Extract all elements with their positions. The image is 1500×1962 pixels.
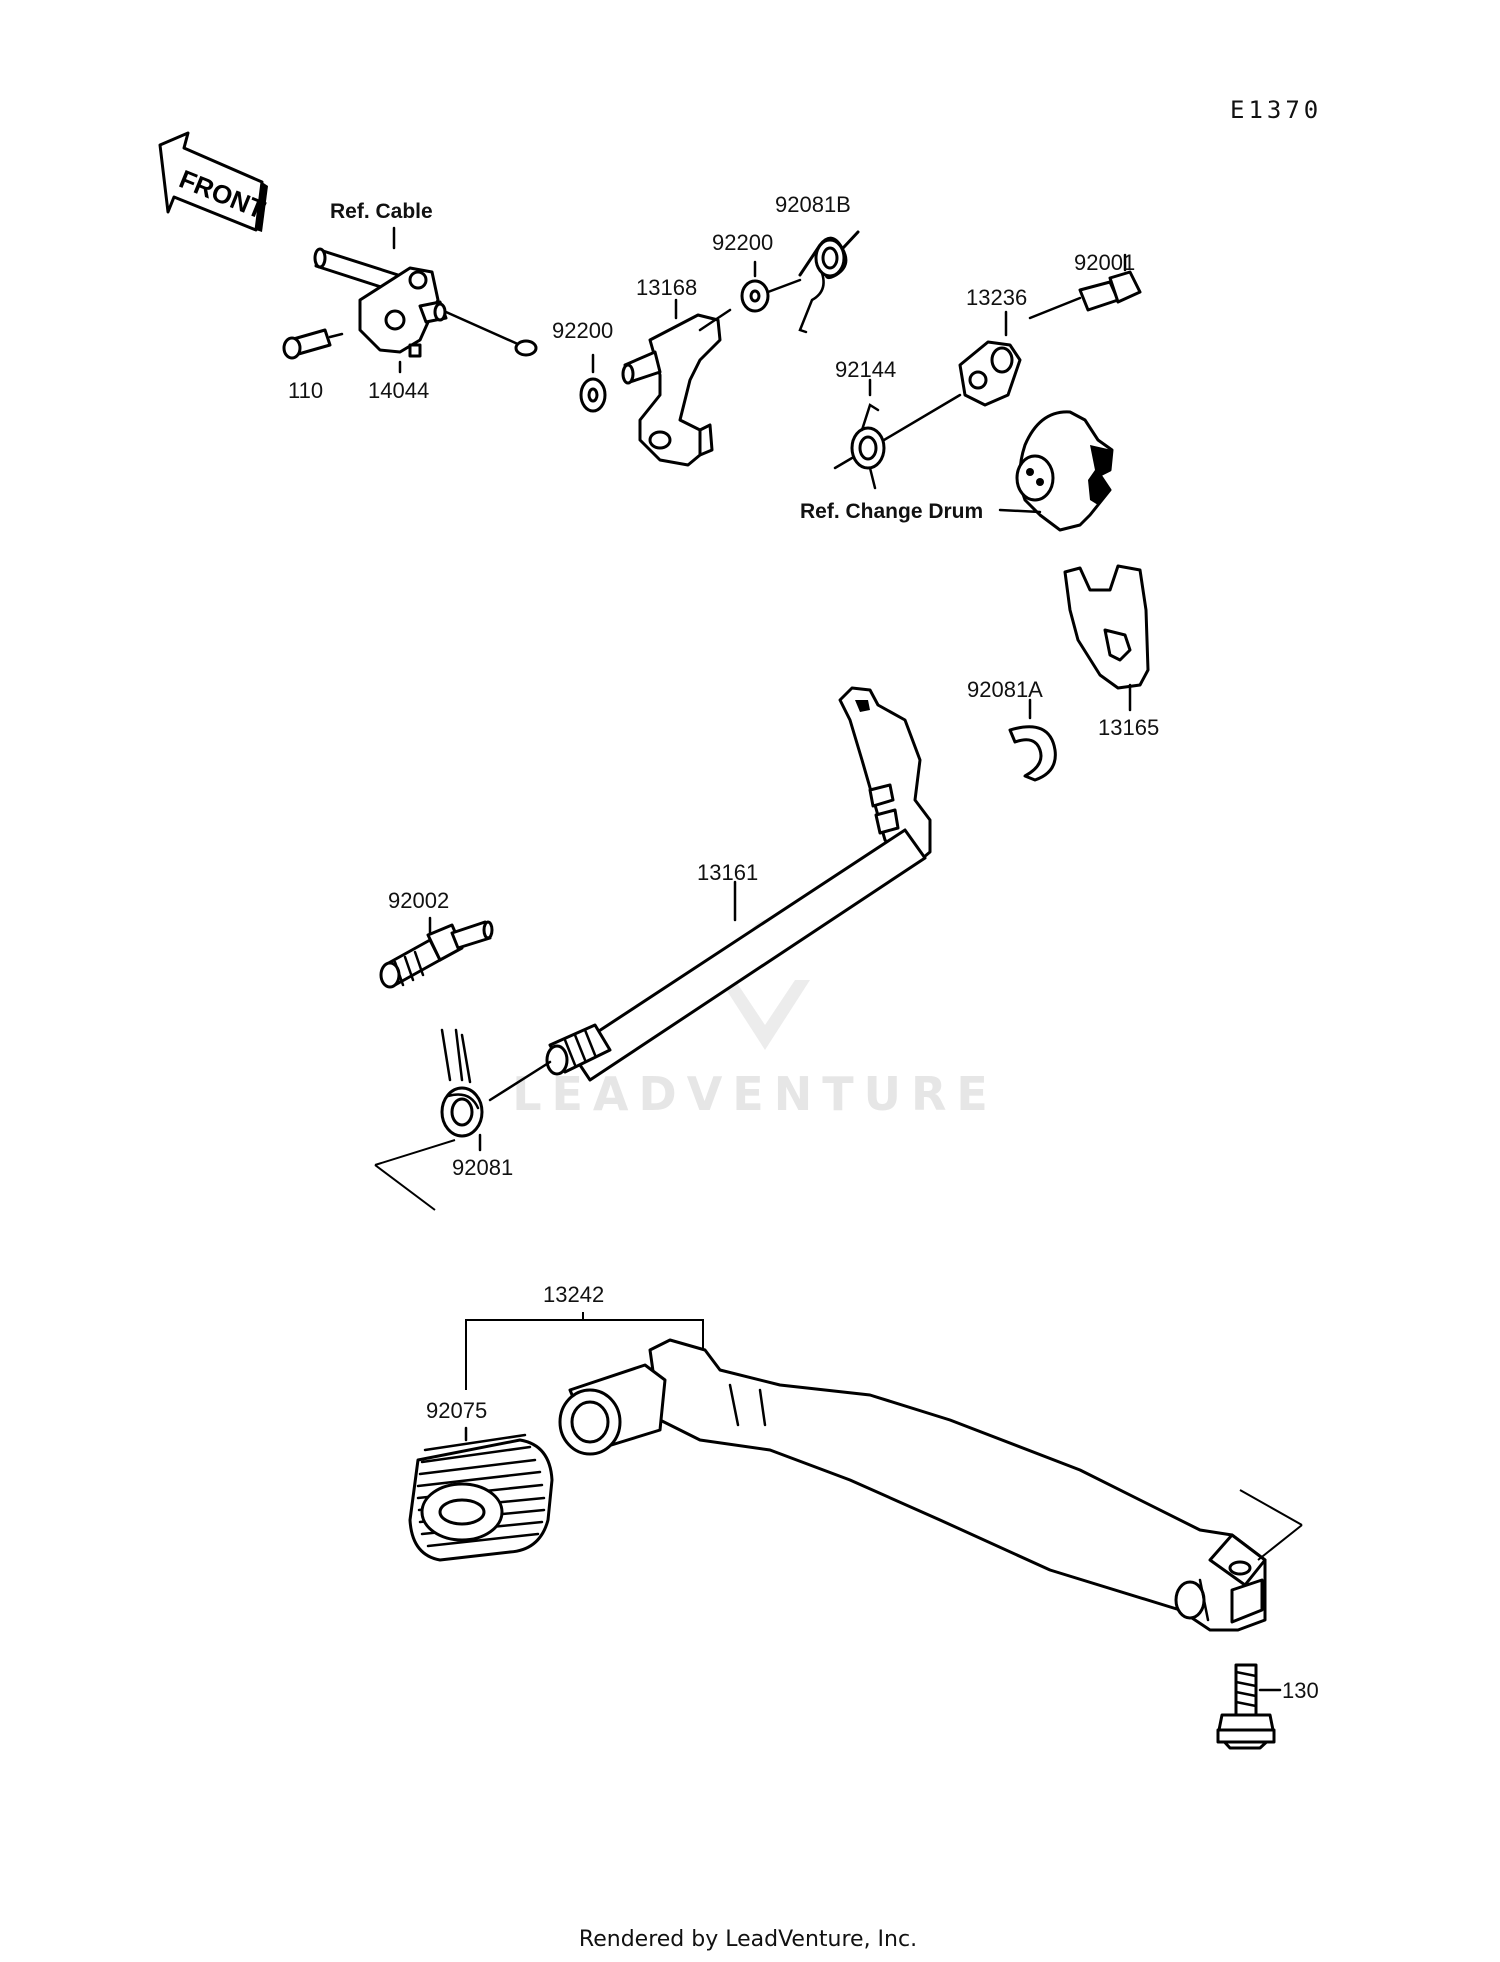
part-label-130: 130 [1282,1678,1319,1703]
part-label-92200-b: 92200 [712,230,773,255]
spring-92081B [798,230,860,334]
spring-92081 [374,1028,484,1211]
bolt-92001 [1028,253,1142,320]
cable-bracket-assembly [313,226,538,374]
bolt-130 [1216,1663,1282,1750]
ref-change-drum-label: Ref. Change Drum [800,500,983,523]
spring-92144 [833,378,962,490]
part-label-92144: 92144 [835,357,896,382]
part-label-13236: 13236 [966,285,1027,310]
part-label-92081B: 92081B [775,192,851,217]
washer-92200-b [740,260,802,313]
part-label-13242: 13242 [543,1282,604,1307]
footer-credit: Rendered by LeadVenture, Inc. [579,1927,917,1952]
part-label-92200-a: 92200 [552,318,613,343]
part-label-13165: 13165 [1098,715,1159,740]
rubber-92075 [408,1426,554,1562]
part-label-92001: 92001 [1074,250,1135,275]
part-label-13168: 13168 [636,275,697,300]
part-label-110: 110 [288,378,323,403]
part-label-92081: 92081 [452,1155,513,1180]
shift-shaft-13161 [488,686,932,1102]
ref-cable-label: Ref. Cable [330,200,433,223]
plate-13165 [1063,564,1150,712]
part-label-92002: 92002 [388,888,449,913]
front-arrow-icon: FRONT [158,131,269,232]
part-label-14044: 14044 [368,378,429,403]
washer-92200-a [579,353,607,413]
shift-pedal-13242 [558,1338,1303,1632]
part-label-13161: 13161 [697,860,758,885]
shift-arm-13168 [621,298,732,467]
part-label-92081A: 92081A [967,677,1043,702]
stopper-13236 [958,310,1022,407]
stud-92002 [379,916,494,989]
part-label-92075: 92075 [426,1398,487,1423]
change-drum-ref [998,410,1114,532]
diagram-code: E1370 [1230,96,1322,124]
clip-92081A [1008,698,1057,782]
bolt-110 [282,328,344,360]
